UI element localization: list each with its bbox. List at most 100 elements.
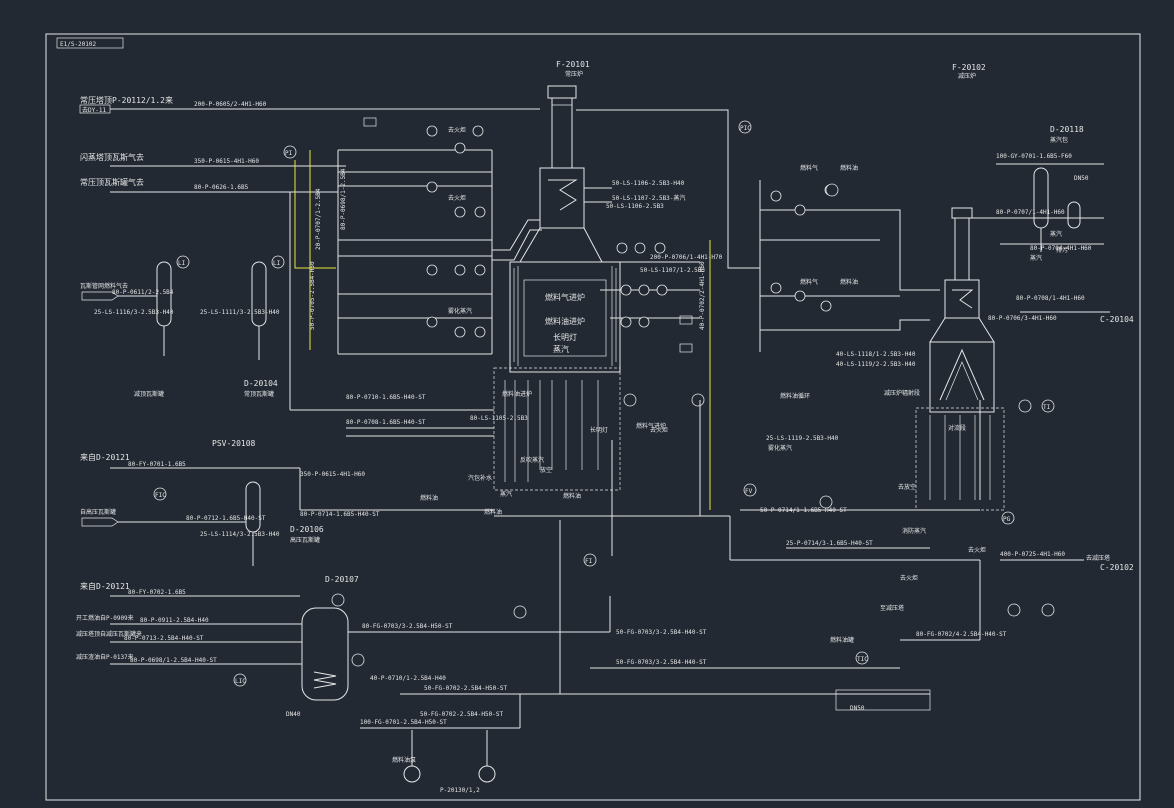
line-r1: 50-LS-1106-2.5B3-H40 <box>612 180 685 187</box>
line-l14: 80-P-0713-2.5B4-H40-ST <box>124 635 204 642</box>
line-l13: 80-P-0911-2.5B4-H40 <box>140 617 209 624</box>
offsheet-a1-box: 去DY-11 <box>82 106 106 114</box>
note-n6: 长明灯 <box>590 426 608 434</box>
vessel-d20103: 减顶瓦斯罐 <box>134 261 172 398</box>
offsheet-a9: 减压塔顶自减压瓦斯罐来 <box>76 630 142 638</box>
line-l11: 25-LS-1114/3-2.5B3-H40 <box>200 531 280 538</box>
vessel-d20107: D-20107 DN40 <box>286 575 359 718</box>
inst-pg-1: PG <box>1003 516 1011 523</box>
line-l26: 40-LS-1119/2-2.5B3-H40 <box>836 361 916 368</box>
offsheet-a13: 去减压塔 <box>1086 554 1110 562</box>
line-l17: 50-FG-0703/3-2.5B4-H40-ST <box>616 629 707 636</box>
note-n28: 去火炬 <box>900 574 918 582</box>
inst-fv-1: FV <box>745 488 753 495</box>
offsheet-a5: 来自D-20121 <box>80 452 130 462</box>
note-n24: 燃料油罐 <box>830 636 854 644</box>
note-n18: 排污 <box>1056 246 1068 254</box>
inst-li-1: LI <box>178 260 186 267</box>
line-y2: 80-LS-1105-2.5B3 <box>470 415 528 422</box>
coil-label-6: 燃料油 <box>563 492 581 500</box>
offsheet-a4: 瓦斯管网燃料气去 <box>80 282 128 290</box>
note-n15: 燃料油循环 <box>780 392 810 400</box>
vessel-d20104: D-20104 常顶瓦斯罐 <box>244 261 278 398</box>
line-l8: 80-P-0708-1.6B5-H40-ST <box>346 419 426 426</box>
line-l5: 25-LS-1116/3-2.5B3-H40 <box>94 309 174 316</box>
inst-pic-1: PIC <box>740 125 751 132</box>
inst-fic-1: FIC <box>155 492 166 499</box>
line-l24: 400-P-0725-4H1-H60 <box>1000 551 1065 558</box>
inst-fi-1: FI <box>585 558 593 565</box>
note-n21: 燃料气 <box>800 278 818 286</box>
line-m1: 350-P-0615-4H1-H60 <box>194 158 259 165</box>
drum-lines: 100-GY-0701-1.6B5-F60 80-P-0707/1-4H1-H6… <box>970 153 1134 572</box>
inst-pi-1: PI <box>285 150 293 157</box>
burner-row-1: 去火炬 <box>337 117 492 173</box>
pump-tag: P-20130/1,2 <box>440 787 480 794</box>
note-n16: 去火炬 <box>968 546 986 554</box>
line-l7: 80-P-0710-1.6B5-H40-ST <box>346 394 426 401</box>
left-headers: 常压塔顶P-20112/1.2来 去DY-11 200-P-0605/2-4H1… <box>79 95 540 316</box>
line-l2: 350-P-0615-4H1-H60 <box>300 471 365 478</box>
note-n26: 雾化蒸汽 <box>768 444 792 452</box>
line-l33: 40-P-0710/1-2.5B4-H40 <box>370 675 446 682</box>
note-n27: 燃料油 <box>420 494 438 502</box>
coil-label-3: 长明灯 <box>553 332 577 342</box>
f20101-right-instruments: 200-P-0706/1-4H1-H70 燃料气进炉 <box>584 242 723 430</box>
line-l18: 50-FG-0702-2.5B4-H50-ST <box>424 685 507 692</box>
note-n3: 燃料气进炉 <box>636 422 666 430</box>
line-l9: 80-FY-0701-1.6B5 <box>128 461 186 468</box>
note-n25: 燃料油 <box>484 508 502 516</box>
note-n8: 燃料油 <box>840 164 858 172</box>
d20107-tag: D-20107 <box>325 575 359 584</box>
offsheet-a2: 闪蒸塔顶瓦斯气去 <box>80 152 144 162</box>
note-n23: 至减压塔 <box>880 604 904 612</box>
line-l21: 50-LS-1106-2.5B3 <box>606 203 664 210</box>
line-r3: 80-P-0708/1-4H1-H60 <box>1016 295 1085 302</box>
line-r4: 80-P-0706/3-4H1-H60 <box>988 315 1057 322</box>
line-l1: 200-P-0605/2-4H1-H60 <box>194 101 267 108</box>
offsheet-a3: 常压顶瓦斯罐气去 <box>80 177 144 187</box>
offsheet-a12: C-20102 <box>1100 563 1134 572</box>
steam-drum-d20118: D-20118 蒸汽包 DN50 <box>1033 125 1089 252</box>
line-l10: 80-P-0714-1.6B5-H40-ST <box>300 511 380 518</box>
pump-name: 燃料油泵 <box>392 756 416 764</box>
furnace-f20101: F-20101 常压炉 燃料气进炉 燃料油进炉 长明灯 蒸汽 反吹蒸汽 燃料油 <box>493 60 621 500</box>
d20106-name: 高压瓦斯罐 <box>290 536 320 544</box>
titleblock-code: E1/S-20102 <box>60 41 97 48</box>
line-l12: 80-FY-0702-1.6B5 <box>128 589 186 596</box>
burner-row-3 <box>338 255 492 295</box>
line-l20: 80-FG-0702/4-2.5B4-H40-ST <box>916 631 1007 638</box>
line-l29: 80-P-0704-4H1-H60 <box>1030 245 1092 252</box>
note-n13: 消防蒸汽 <box>902 527 926 535</box>
d20106-tag: D-20106 <box>290 525 324 534</box>
fuel-oil-circuit: 来自D-20121 80-FY-0702-1.6B5 开工燃油自P-0909来 … <box>76 560 1007 729</box>
line-l25: 40-LS-1118/1-2.5B3-H40 <box>836 351 916 358</box>
d20104-tag: D-20104 <box>244 379 278 388</box>
line-l4: 80-P-0611/2-2.5B4 <box>112 289 174 296</box>
line-l34: 25-LS-1119-2.5B3-H40 <box>766 435 839 442</box>
inst-ti-1: TI <box>1043 404 1051 411</box>
burner1-note: 去火炬 <box>448 126 466 134</box>
pumps-p20130: P-20130/1,2 燃料油泵 <box>392 730 496 794</box>
furnace-f20102: F-20102 减压炉 减压炉辐射段 对流段 <box>884 63 1005 511</box>
furnace2-tag: F-20102 <box>952 63 986 72</box>
line-l6: 25-LS-1111/3-2.5B3-H40 <box>200 309 280 316</box>
instrument-bubbles: PI LI LI PIC TI FIC LIC TIC FI PG FV <box>153 120 1055 687</box>
burner-row-4: 雾化蒸汽 <box>338 307 492 355</box>
inst-li-2: LI <box>273 260 281 267</box>
line-l22: 50-LS-1107/1-2.5B3 <box>640 267 705 274</box>
note-n12: 去放空 <box>898 483 916 491</box>
offsheet-a7: 来自D-20121 <box>80 581 130 591</box>
line-l17b: 50-FG-0703/3-2.5B4-H40-ST <box>616 659 707 666</box>
line-l16: 80-FG-0703/3-2.5B4-H50-ST <box>362 623 453 630</box>
drum-dn-label: DN50 <box>1074 175 1089 182</box>
note-n17: 蒸汽 <box>1050 230 1062 238</box>
titleblock-box <box>56 37 124 49</box>
inst-tic-1: TIC <box>857 656 868 663</box>
coil-label-5: 反吹蒸汽 <box>520 456 544 464</box>
line-l27: 100-GY-0701-1.6B5-F60 <box>996 153 1072 160</box>
note-convection: 对流段 <box>948 424 966 432</box>
line-l23: 200-P-0706/1-4H1-H70 <box>650 254 723 261</box>
furnace1-name: 常压炉 <box>565 70 583 78</box>
